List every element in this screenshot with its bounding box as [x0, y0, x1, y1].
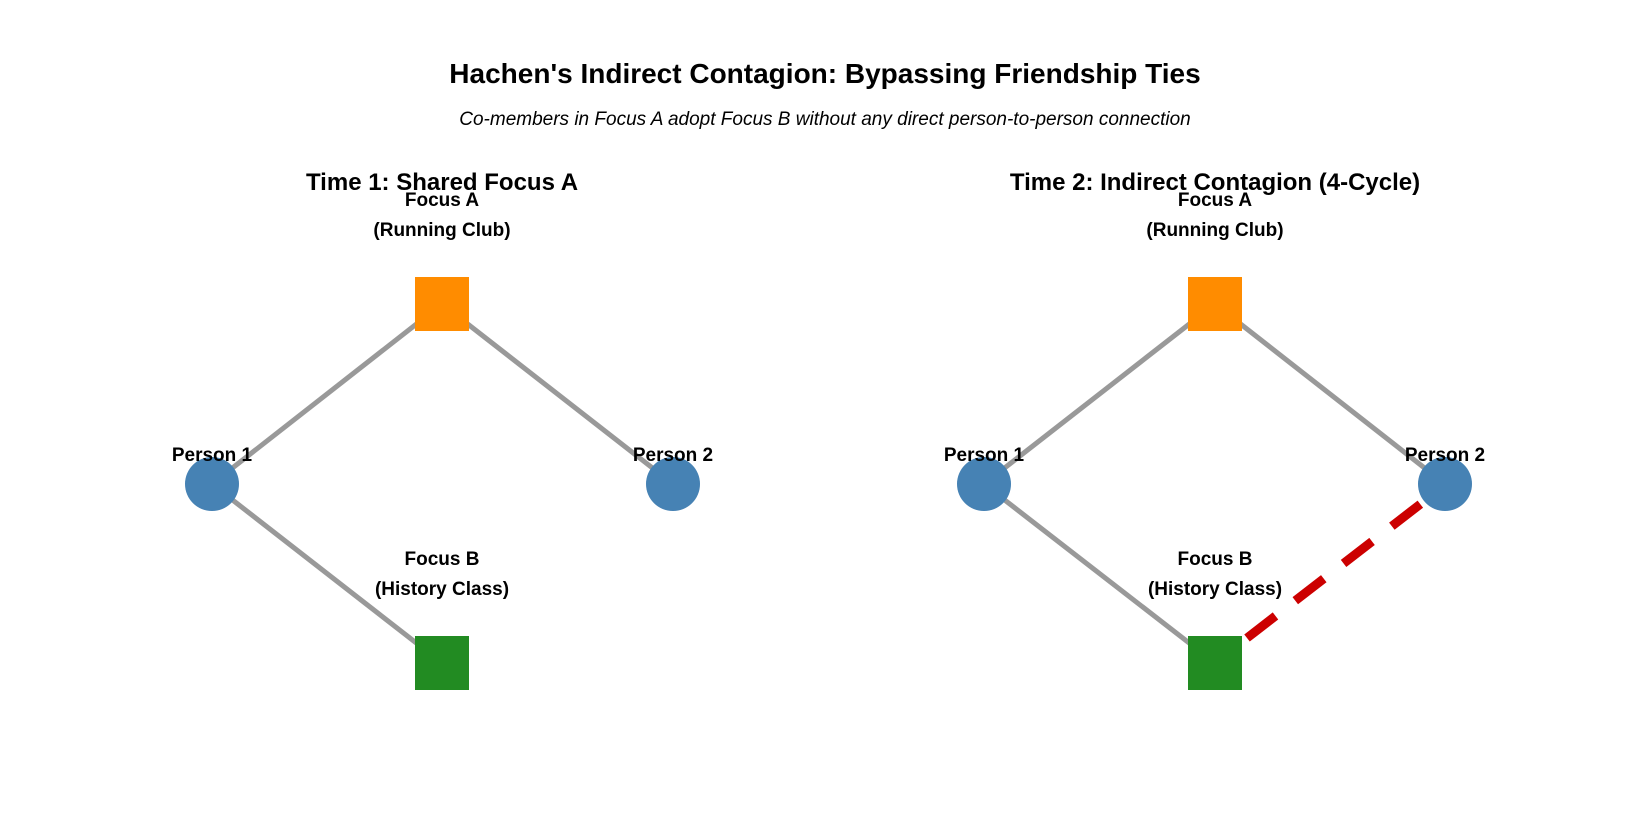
person-2-node: [646, 457, 700, 511]
edge-person1-focus-a: [210, 302, 444, 486]
focus-a-label: Focus A: [1178, 190, 1253, 211]
focus-a-label: Focus A: [405, 190, 480, 211]
focus-a-sublabel: (Running Club): [1146, 220, 1283, 241]
figure-subtitle: Co-members in Focus A adopt Focus B with…: [459, 109, 1191, 130]
edge-person2-focus-a: [440, 302, 675, 486]
focus-b-label: Focus B: [405, 549, 480, 570]
panel-time-1: Time 1: Shared Focus A Focus A (Running …: [172, 169, 713, 690]
edge-person2-focus-a: [1213, 302, 1447, 486]
edge-person1-focus-b: [210, 482, 444, 665]
panel-1-edges: [210, 302, 675, 665]
person-2-label: Person 2: [1405, 445, 1485, 466]
edge-person2-focus-b-new: [1244, 495, 1430, 642]
focus-b-node: [415, 636, 469, 690]
focus-b-sublabel: (History Class): [1148, 579, 1282, 600]
panel-2-title: Time 2: Indirect Contagion (4-Cycle): [1010, 169, 1420, 196]
focus-a-node: [1188, 277, 1242, 331]
focus-b-label: Focus B: [1178, 549, 1253, 570]
panel-time-2: Time 2: Indirect Contagion (4-Cycle) Foc…: [944, 169, 1485, 690]
person-1-label: Person 1: [944, 445, 1025, 466]
figure-title: Hachen's Indirect Contagion: Bypassing F…: [449, 58, 1200, 89]
focus-b-sublabel: (History Class): [375, 579, 509, 600]
person-1-node: [957, 457, 1011, 511]
person-2-node: [1418, 457, 1472, 511]
panel-2-edges: [982, 302, 1447, 665]
person-1-label: Person 1: [172, 445, 253, 466]
edge-person1-focus-a: [982, 302, 1217, 486]
focus-b-node: [1188, 636, 1242, 690]
person-2-label: Person 2: [633, 445, 713, 466]
edge-person1-focus-b: [982, 482, 1217, 665]
person-1-node: [185, 457, 239, 511]
focus-a-sublabel: (Running Club): [373, 220, 510, 241]
panel-1-title: Time 1: Shared Focus A: [306, 169, 578, 196]
focus-a-node: [415, 277, 469, 331]
